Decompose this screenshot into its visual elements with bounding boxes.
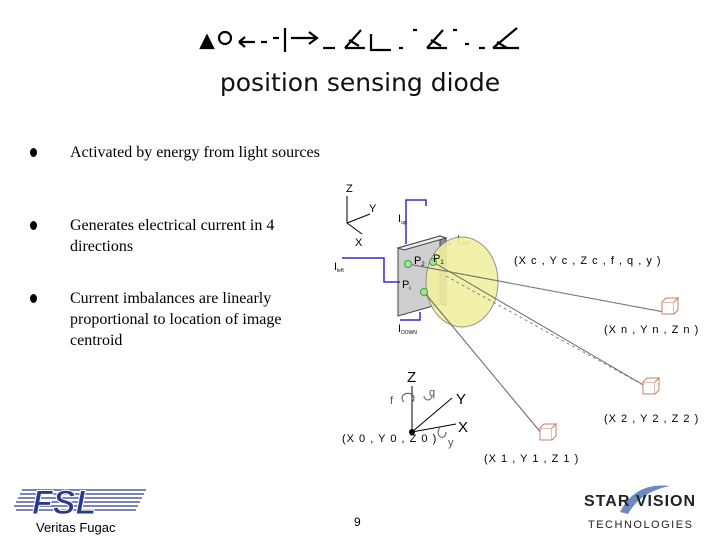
page-number: 9	[354, 515, 361, 529]
bullet-text: Current imbalances are linearly proporti…	[70, 290, 282, 349]
world-origin-dot	[409, 429, 415, 435]
p1-label: P1	[433, 253, 444, 266]
rotation-q-label: q	[429, 387, 435, 399]
symbol-title-glyphs	[199, 27, 519, 52]
bullet-text: Activated by energy from light sources	[70, 144, 320, 161]
pi-label: Pi	[402, 279, 411, 292]
rotation-f-label: f	[390, 395, 394, 407]
world-frame-axes	[401, 386, 457, 438]
star-vision-logo: STAR VISION TECHNOLOGIES	[584, 485, 696, 531]
camera-pose-label: (X c , Y c , Z c , f , q , y )	[514, 255, 662, 267]
i-up-label: Iup	[398, 213, 407, 226]
psd-diagram: Z Y X Iup Iright Ileft IDOWN P2 P1 Pi	[334, 183, 699, 465]
i-down-label: IDOWN	[398, 323, 417, 336]
fsl-tagline: Veritas Fugac	[36, 520, 116, 535]
bullet-text: Generates electrical current in 4 direct…	[70, 217, 275, 255]
bullet-dot-icon	[30, 221, 37, 230]
fsl-logo: FSL Veritas Fugac	[14, 484, 146, 535]
technologies-text: TECHNOLOGIES	[588, 519, 693, 531]
point-2-label: (X 2 , Y 2 , Z 2 )	[604, 413, 699, 425]
slide-title: position sensing diode	[219, 68, 501, 97]
sensor-axes	[346, 196, 371, 235]
axis-z-label: Z	[346, 183, 353, 195]
fsl-letters: FSL	[32, 484, 96, 522]
frame-y-label: Y	[456, 391, 466, 408]
lens-ellipse	[425, 236, 499, 328]
light-source-boxes	[539, 296, 680, 441]
axis-x-label: X	[355, 237, 363, 249]
bullet-dot-icon	[30, 294, 37, 303]
p2-label: P2	[414, 255, 425, 268]
i-left-label: Ileft	[334, 261, 344, 274]
frame-x-label: X	[458, 419, 468, 436]
image-points	[404, 258, 437, 296]
origin-label: (X 0 , Y 0 , Z 0 )	[342, 433, 437, 445]
point-1-label: (X 1 , Y 1 , Z 1 )	[484, 453, 579, 465]
bullet-dot-icon	[30, 148, 37, 157]
axis-y-label: Y	[369, 203, 377, 215]
star-swoosh-icon	[620, 485, 670, 514]
frame-z-label: Z	[407, 369, 416, 386]
projection-rays-dashed	[439, 269, 665, 391]
rotation-y-label: y	[448, 437, 454, 449]
point-n-label: (X n , Y n , Z n )	[604, 324, 699, 336]
star-vision-text: STAR VISION	[584, 493, 696, 510]
